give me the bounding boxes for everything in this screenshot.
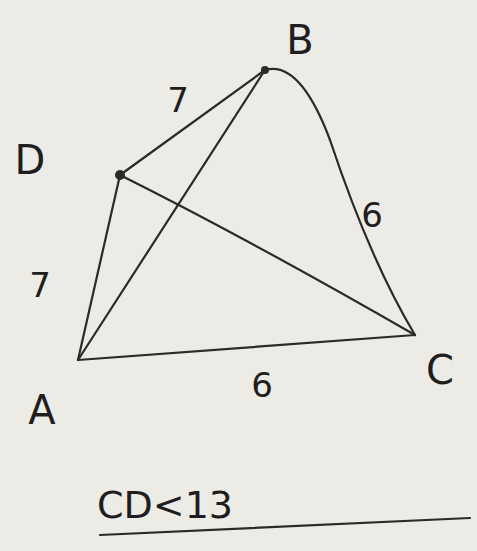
segment-ac bbox=[78, 335, 415, 360]
length-label: 6 bbox=[361, 198, 383, 232]
segment-da bbox=[78, 175, 120, 360]
point-label: C bbox=[426, 350, 454, 390]
vertex-dot bbox=[115, 170, 125, 180]
point-label: D bbox=[15, 140, 46, 180]
segment-ab bbox=[78, 70, 265, 360]
segment-dc bbox=[120, 175, 415, 335]
condition-note: CD<13 bbox=[97, 486, 233, 524]
segment-db bbox=[120, 70, 265, 175]
point-label: B bbox=[286, 20, 313, 60]
vertex-dot bbox=[261, 66, 269, 74]
segment-bc bbox=[265, 69, 415, 335]
length-label: 7 bbox=[167, 83, 189, 117]
length-label: 6 bbox=[251, 368, 273, 402]
length-label: 7 bbox=[29, 268, 51, 302]
point-label: A bbox=[28, 390, 55, 430]
